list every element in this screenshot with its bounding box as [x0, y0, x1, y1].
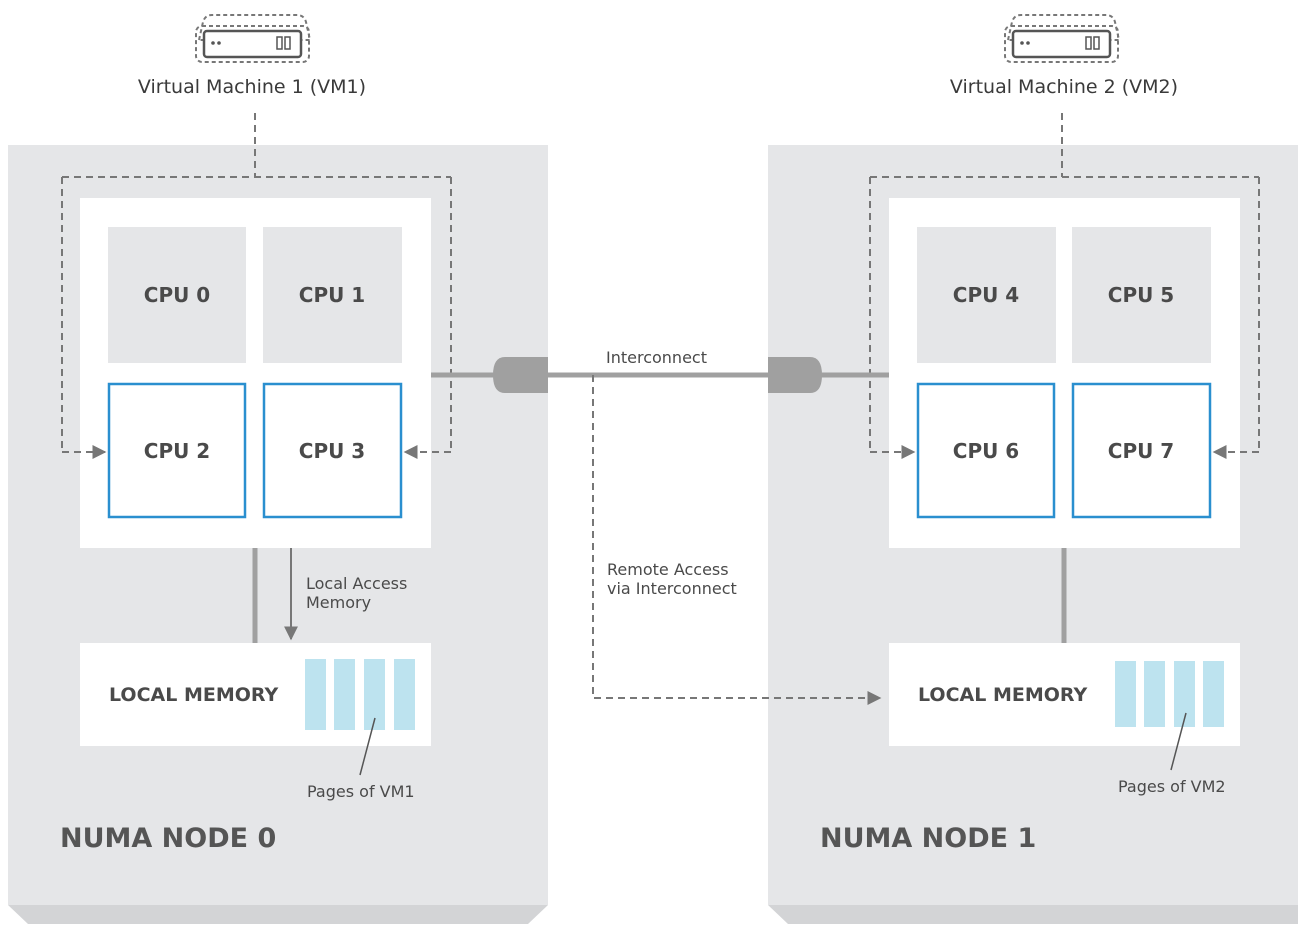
vm2-page [1203, 661, 1224, 727]
local-access-label-line2: Memory [306, 593, 371, 612]
remote-access: Remote Access via Interconnect [592, 375, 882, 705]
cpu-4-label: CPU 4 [953, 283, 1019, 307]
numa-node-0: CPU 0 CPU 1 CPU 2 CPU 3 Local Access Mem… [8, 113, 548, 924]
vm1-pinning-lines [61, 113, 452, 452]
local-access-label-line1: Local Access [306, 574, 407, 593]
interconnect-connector-left [493, 357, 548, 393]
vm2-pinning-lines [869, 113, 1260, 452]
vm2: Virtual Machine 2 (VM2) [950, 14, 1178, 98]
vm2-pages-label: Pages of VM2 [1118, 777, 1226, 796]
cpu-7-label: CPU 7 [1108, 439, 1174, 463]
cpu-3-label: CPU 3 [299, 439, 365, 463]
cpu-2-label: CPU 2 [144, 439, 210, 463]
vm2-pages-leader [1170, 712, 1187, 771]
remote-access-label-line1: Remote Access [607, 560, 729, 579]
vm1-page [394, 659, 415, 730]
cpu-2-box [107, 382, 247, 519]
cpu-4-box [917, 227, 1056, 363]
cpu-5-box [1072, 227, 1211, 363]
interconnect-label: Interconnect [606, 348, 707, 367]
cpu-6-label: CPU 6 [953, 439, 1019, 463]
cpu-0-box [108, 227, 246, 363]
cpu-6-box [916, 382, 1056, 519]
vm1-page [334, 659, 355, 730]
cpu-3-box [262, 382, 403, 519]
vm1-page [305, 659, 326, 730]
node-1-base [768, 905, 1298, 924]
cpu-1-label: CPU 1 [299, 283, 365, 307]
node-1-label: NUMA NODE 1 [820, 823, 1036, 854]
vm1-label: Virtual Machine 1 (VM1) [138, 76, 366, 98]
vm1-page [364, 659, 385, 730]
cpu-7-box [1071, 382, 1212, 519]
node-1-memory-label: LOCAL MEMORY [918, 684, 1087, 706]
node-0-memory-label: LOCAL MEMORY [109, 684, 278, 706]
node-0-base [8, 905, 548, 924]
interconnect-connector-right [768, 357, 822, 393]
vm2-label: Virtual Machine 2 (VM2) [950, 76, 1178, 98]
cpu-1-box [263, 227, 402, 363]
vm1-pages-label: Pages of VM1 [307, 782, 415, 801]
cpu-5-label: CPU 5 [1108, 283, 1174, 307]
cpu-0-label: CPU 0 [144, 283, 210, 307]
vm1-pages-leader [359, 717, 376, 776]
server-icon [195, 14, 312, 63]
interconnect: Interconnect [431, 348, 889, 393]
vm2-page [1174, 661, 1195, 727]
node-0-label: NUMA NODE 0 [60, 823, 276, 854]
remote-access-label-line2: via Interconnect [607, 579, 737, 598]
vm1: Virtual Machine 1 (VM1) [138, 14, 366, 98]
server-icon [1004, 14, 1121, 63]
vm2-page [1115, 661, 1136, 727]
numa-node-1: CPU 4 CPU 5 CPU 6 CPU 7 LOCAL MEMORY Pag… [768, 113, 1298, 924]
vm2-page [1144, 661, 1165, 727]
